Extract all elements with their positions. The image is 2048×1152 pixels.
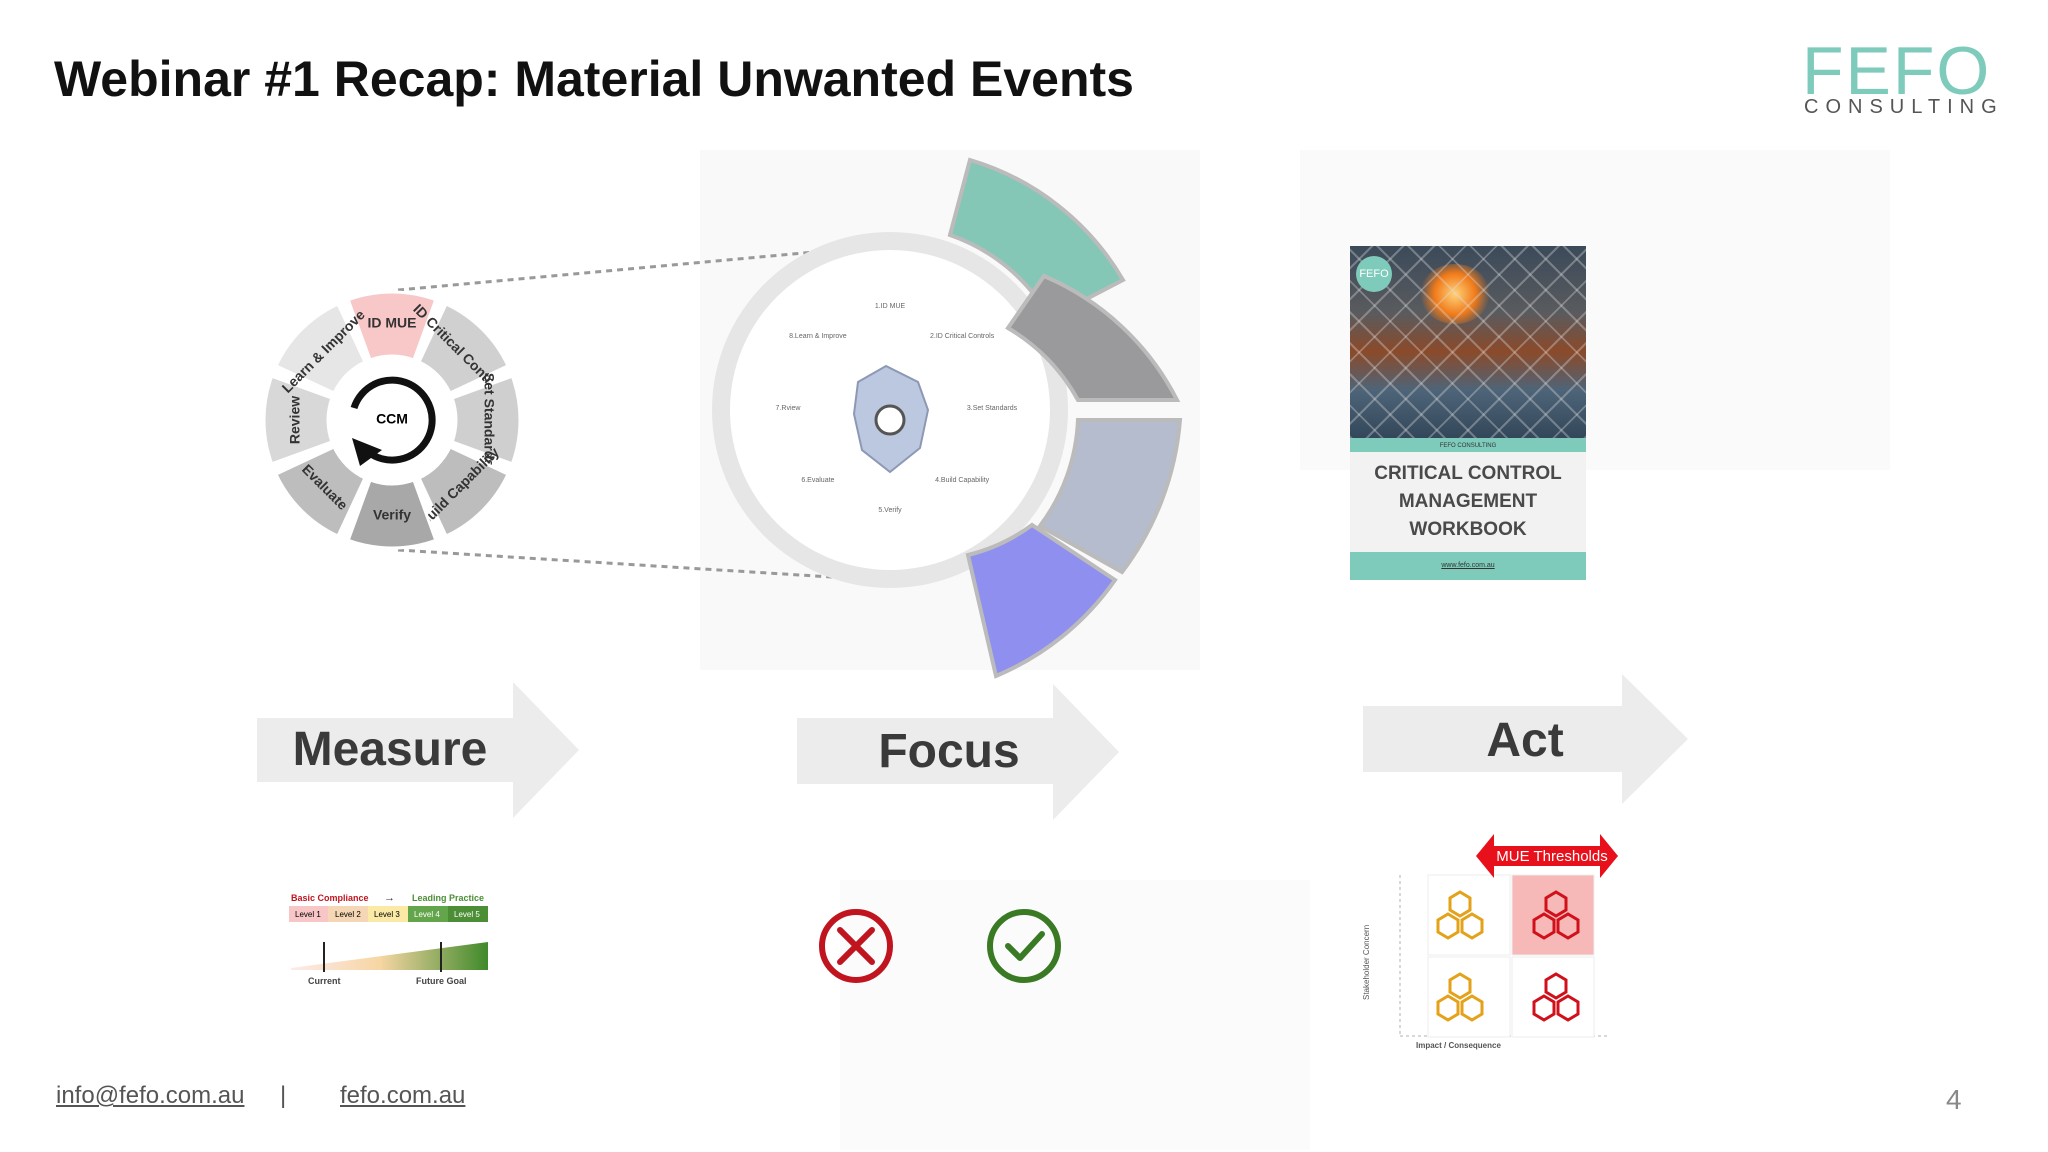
focus-lower-bg <box>840 880 1310 1150</box>
fire-graphic <box>1420 264 1490 324</box>
focus-fan: 1.ID MUE 2.ID Critical Controls 3.Set Stan… <box>712 157 1183 679</box>
radar-label: 7.Rview <box>776 405 802 412</box>
footer-email-link[interactable]: info@fefo.com.au <box>56 1082 245 1109</box>
radar-label: 1.ID MUE <box>875 303 906 310</box>
workbook-title: CRITICAL CONTROL MANAGEMENT WORKBOOK <box>1350 460 1586 544</box>
maturity-basic-label: Basic Compliance <box>291 893 369 903</box>
page-title: Webinar #1 Recap: Material Unwanted Even… <box>54 51 1134 107</box>
matrix-y-axis-label: Stakeholder Concern <box>1362 924 1371 1000</box>
act-arrow-shape <box>1363 674 1688 804</box>
workbook-title-area <box>1350 452 1586 558</box>
fan-segment-grey <box>1005 273 1181 402</box>
radar-label: 8.Learn & Improve <box>789 333 847 340</box>
radar-labels: 1.ID MUE 2.ID Critical Controls 3.Set Stan… <box>776 303 1018 514</box>
mue-threshold-label: MUE Thresholds <box>1496 848 1608 865</box>
workbook-bottom-band <box>1350 552 1586 580</box>
cycle-segment <box>417 445 511 539</box>
radar-label: 3.Set Standards <box>967 405 1018 412</box>
hazard-icon-cluster-orange <box>1436 890 1484 1022</box>
act-label: Act <box>1486 714 1564 767</box>
focus-arrow-shape <box>797 684 1119 820</box>
radar-label: 6.Evaluate <box>801 477 834 484</box>
cycle-center-label: CCM <box>376 411 408 427</box>
cycle-arrow-icon <box>350 376 436 464</box>
workbook-photo: FEFO <box>1350 246 1586 438</box>
workbook-title-line-1: CRITICAL CONTROL <box>1374 463 1562 484</box>
fan-segment-purple <box>965 522 1118 679</box>
logo-wordmark: FEFO <box>1802 33 1992 109</box>
measure-label: Measure <box>292 723 488 776</box>
hazard-icon-cluster-red <box>1532 890 1580 1022</box>
workbook-title-line-3: WORKBOOK <box>1409 519 1527 540</box>
workbook-cover: FEFO FEFO CONSULTING CRITICAL CONTROL MA… <box>1350 246 1586 580</box>
cycle-arrowhead-icon <box>352 438 382 466</box>
maturity-current-label: Current <box>308 976 341 986</box>
radar-center-icon <box>874 404 906 436</box>
level-4: Level 4 <box>414 910 440 919</box>
level-3: Level 3 <box>374 910 400 919</box>
connector-line-top <box>397 244 881 292</box>
focus-label: Focus <box>878 725 1020 778</box>
cycle-segment-label: Verify <box>373 507 411 523</box>
cycle-segment <box>262 374 334 466</box>
radar-label: 5.Verify <box>878 507 902 514</box>
workbook-title-line-2: MANAGEMENT <box>1398 491 1538 512</box>
level-2: Level 2 <box>335 910 361 919</box>
cycle-segment-label: Set Standards <box>481 373 497 467</box>
maturity-scale <box>289 906 488 972</box>
logo-subtitle: CONSULTING <box>1804 96 2004 118</box>
cycle-segment <box>273 445 367 539</box>
cross-circle-icon <box>819 909 893 983</box>
maturity-goal-label: Future Goal <box>416 976 467 986</box>
threshold-arrow-shape <box>1476 834 1618 878</box>
cycle-segment-label: ID MUE <box>368 315 417 331</box>
cycle-segment <box>273 301 367 395</box>
page-number: 4 <box>1946 1084 1962 1115</box>
cycle-segment-label: Review <box>287 396 303 444</box>
matrix-x-axis-label: Impact / Consequence <box>1416 1041 1501 1050</box>
footer-site-link[interactable]: fefo.com.au <box>340 1082 466 1109</box>
workbook-url: www.fefo.com.au <box>1441 562 1495 569</box>
level-5: Level 5 <box>454 910 480 919</box>
maturity-arrow-glyph: → <box>384 892 395 904</box>
level-1: Level 1 <box>295 910 321 919</box>
radar-label: 4.Build Capability <box>935 477 990 484</box>
cycle-segment <box>417 301 511 395</box>
maturity-levels: Level 1 Level 2 Level 3 Level 4 Level 5 <box>289 910 489 922</box>
workbook-badge: FEFO <box>1356 256 1392 292</box>
fan-segment-bluegrey <box>1037 418 1183 575</box>
mue-matrix <box>1399 834 1618 1038</box>
fefo-logo: FEFO CONSULTING <box>1800 33 1997 126</box>
cycle-segment <box>346 290 438 362</box>
workbook-publisher: FEFO CONSULTING <box>1439 443 1497 449</box>
maturity-leading-label: Leading Practice <box>412 893 485 903</box>
connector-line-bottom <box>397 548 881 582</box>
footer-separator: | <box>280 1082 287 1109</box>
workbook-top-band <box>1350 438 1586 452</box>
check-circle-icon <box>987 909 1061 983</box>
cycle-segment <box>346 478 438 550</box>
fan-segment-teal <box>947 157 1126 321</box>
measure-arrow-shape <box>257 682 579 818</box>
cycle-segment <box>450 374 522 466</box>
radar-label: 2.ID Critical Controls <box>930 333 995 340</box>
